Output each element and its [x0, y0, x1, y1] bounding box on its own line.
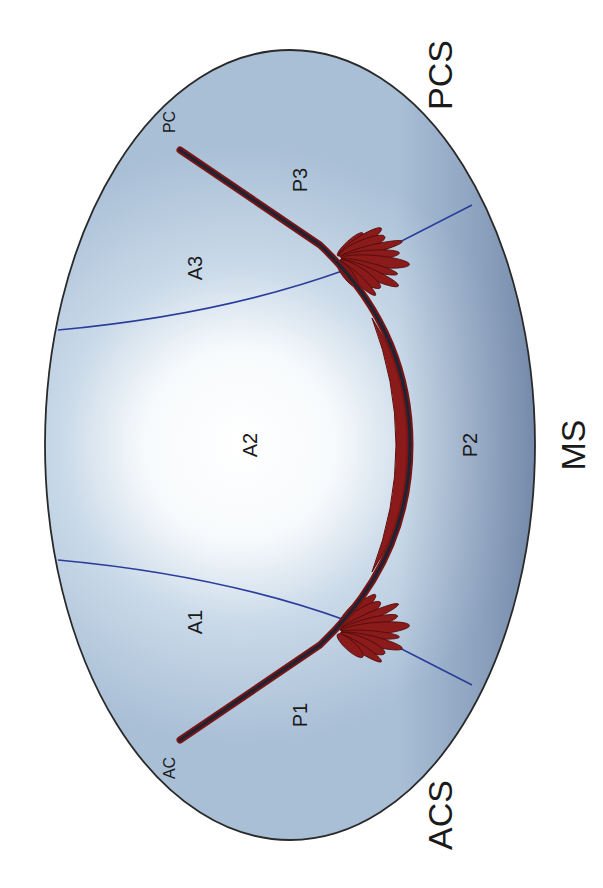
closure-line: [180, 150, 410, 740]
commissure-label: PC: [162, 111, 178, 133]
segment-label: P2: [460, 433, 480, 457]
segment-label: A2: [240, 433, 260, 457]
posterior-shade: [45, 50, 535, 840]
annulus-outline: [45, 50, 535, 840]
chorda: [334, 631, 366, 661]
segment-line: [58, 205, 472, 330]
region-label: ACS: [423, 780, 457, 850]
segment-label: A1: [185, 610, 205, 634]
region-label: MS: [556, 420, 590, 471]
segment-label: P3: [290, 168, 310, 192]
segment-line: [58, 560, 472, 685]
segment-label: A3: [185, 256, 205, 280]
region-label: PCS: [423, 40, 457, 110]
segment-label: P1: [290, 703, 310, 727]
commissure-label: AC: [162, 757, 178, 779]
closure-band: [180, 150, 410, 740]
annulus: [45, 50, 535, 840]
